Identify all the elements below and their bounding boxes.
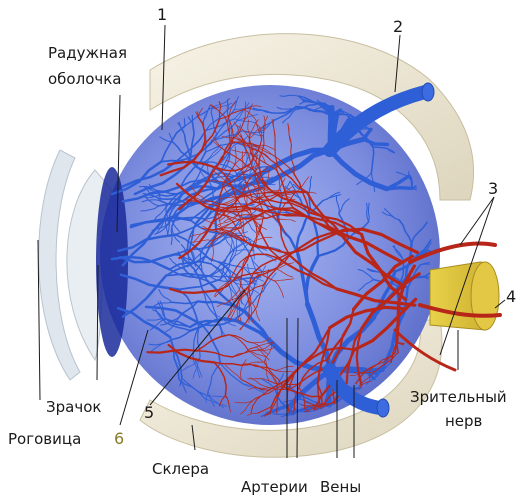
number-1: 1 xyxy=(157,6,167,24)
label-optic-nerve-line2: нерв xyxy=(445,412,482,430)
number-5: 5 xyxy=(144,404,154,422)
number-4: 4 xyxy=(506,288,516,306)
label-arteries: Артерии xyxy=(241,478,308,496)
label-veins: Вены xyxy=(320,478,361,496)
label-optic-nerve-line1: Зрительный xyxy=(410,388,507,406)
vein-branch xyxy=(387,188,412,189)
number-3: 3 xyxy=(488,180,498,198)
vein-branch xyxy=(273,414,292,415)
number-2: 2 xyxy=(393,18,403,36)
iris-region xyxy=(96,167,128,357)
label-sclera: Склера xyxy=(152,460,209,478)
number-6: 6 xyxy=(114,430,124,448)
label-cornea: Роговица xyxy=(8,430,81,448)
label-pupil: Зрачок xyxy=(46,398,101,416)
label-iris-line1: Радужная xyxy=(48,44,127,62)
optic-nerve xyxy=(430,262,499,330)
label-iris-line2: оболочка xyxy=(48,70,121,88)
